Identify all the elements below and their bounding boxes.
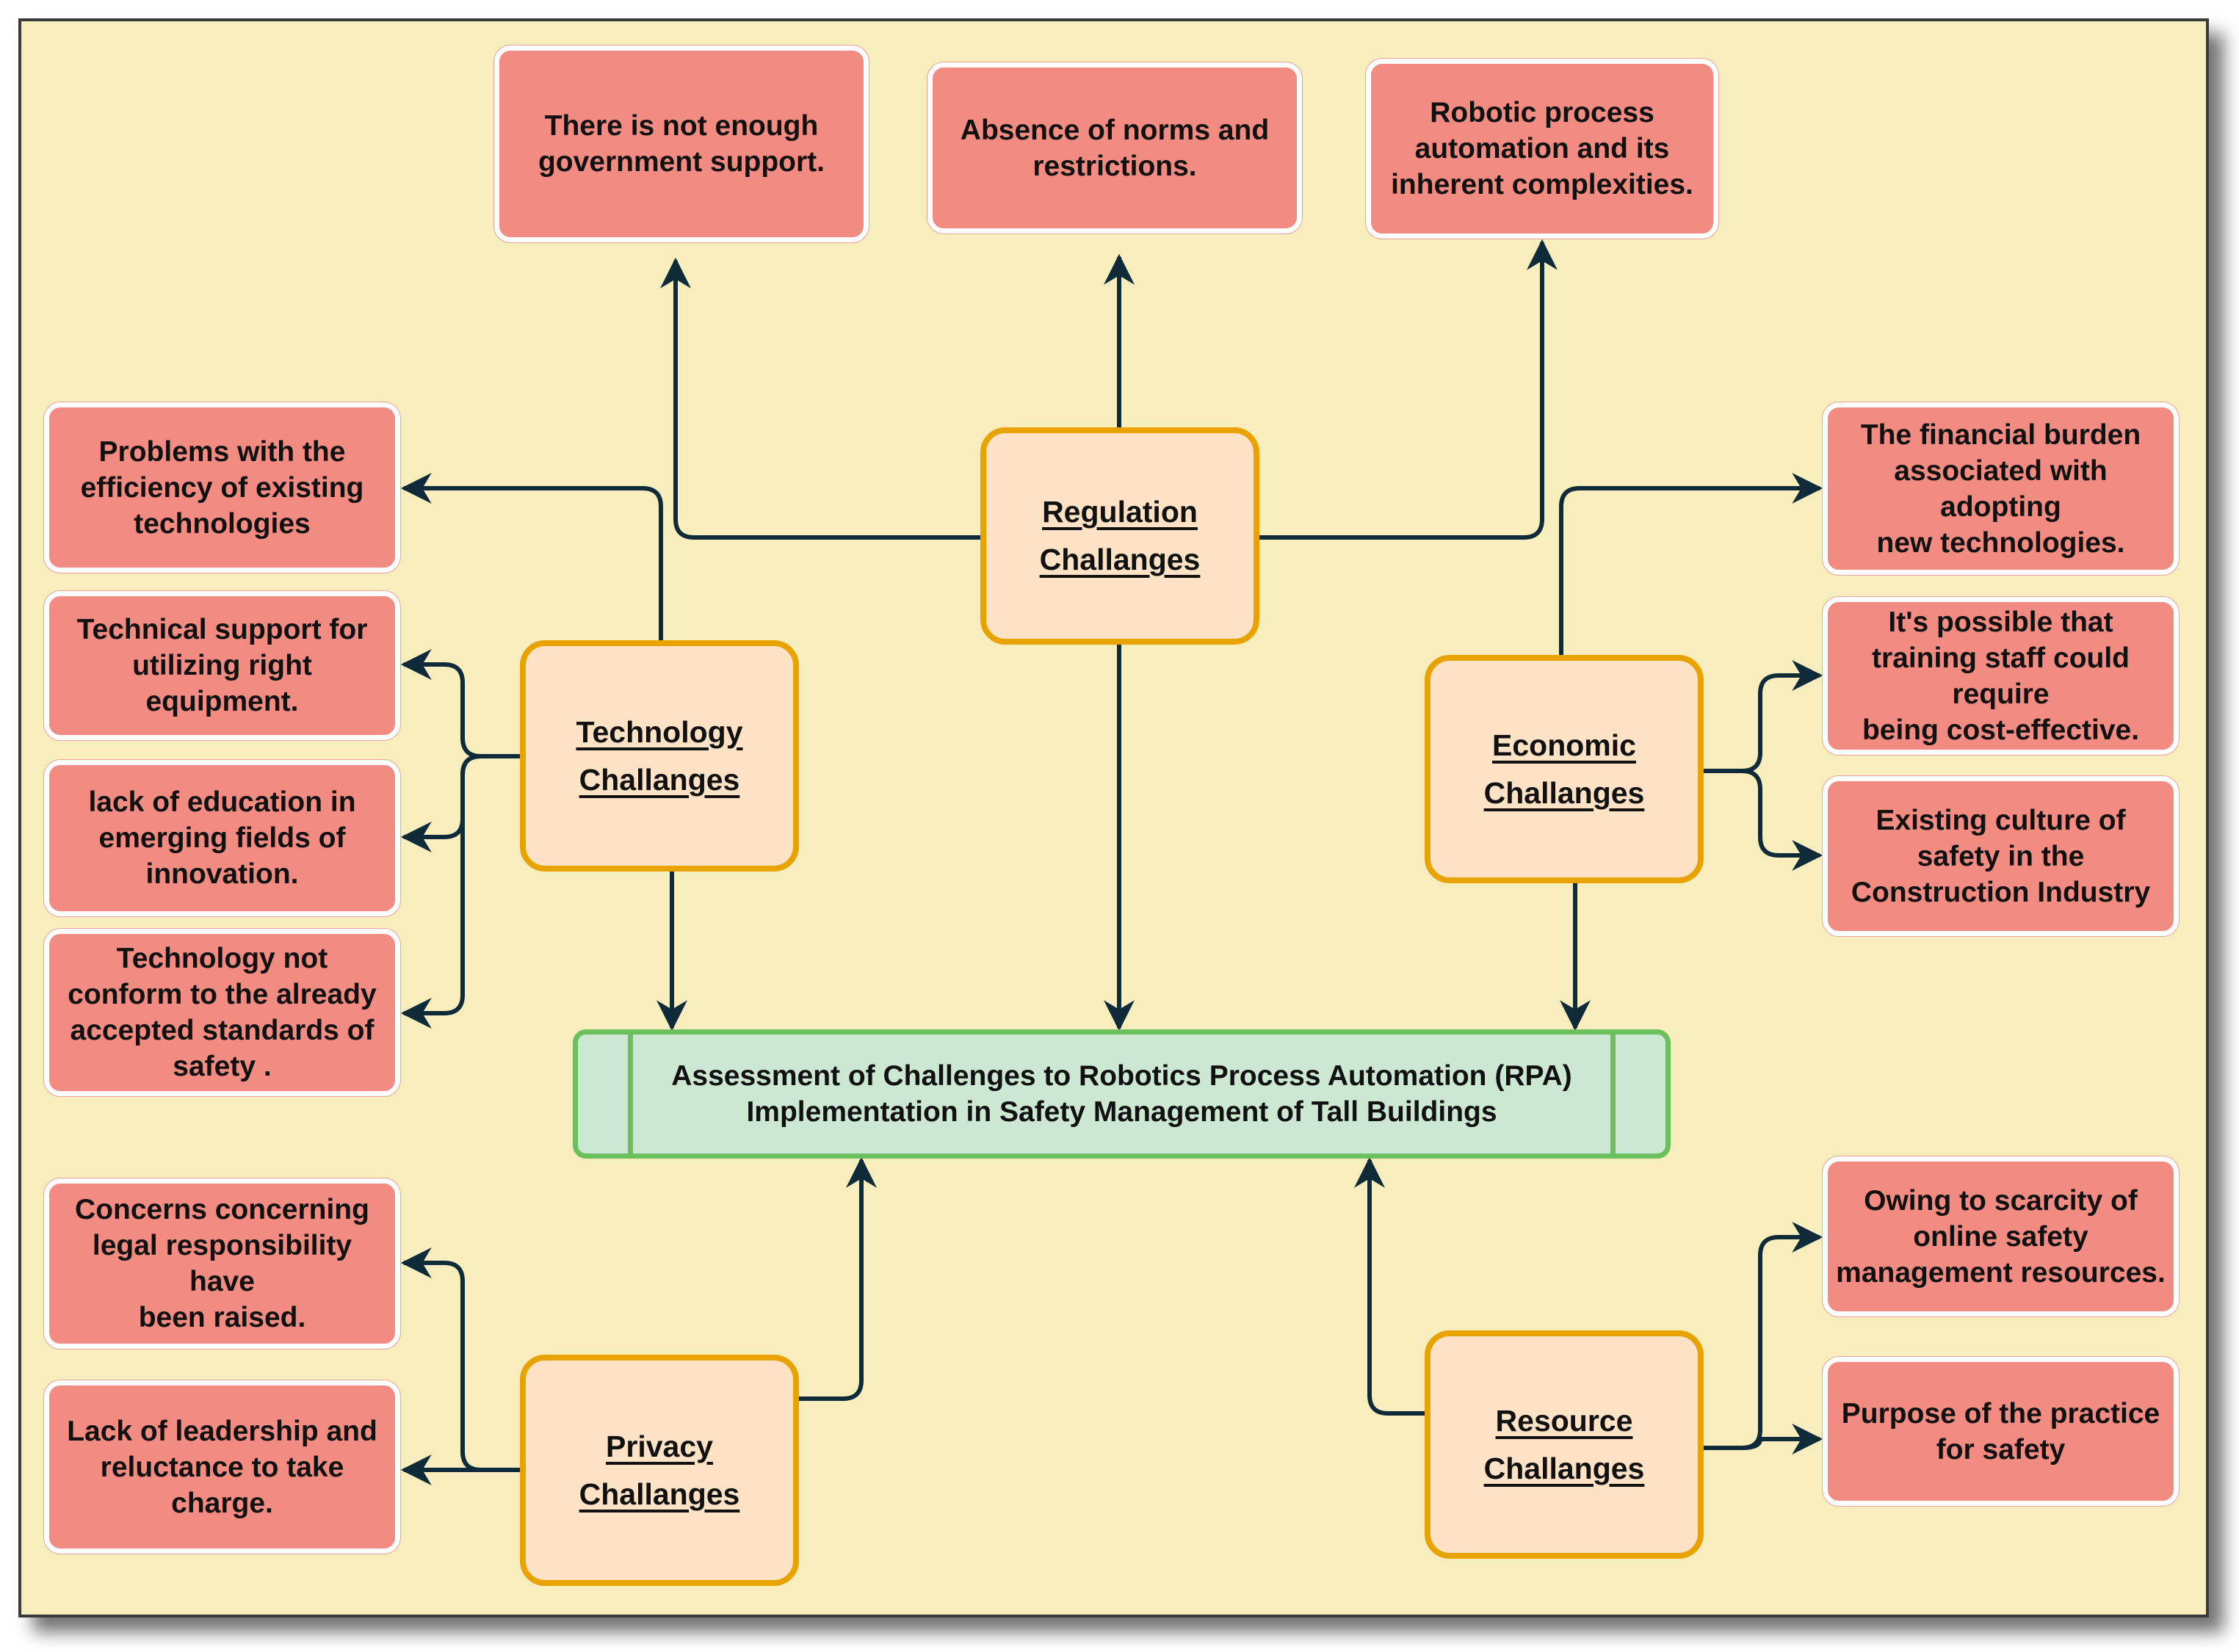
leaf-existing-tech-efficiency: Problems with the efficiency of existing… xyxy=(44,402,400,573)
leaf-resource-scarcity: Owing to scarcity of online safety manag… xyxy=(1823,1156,2179,1316)
center-node: Assessment of Challenges to Robotics Pro… xyxy=(573,1029,1671,1159)
leaf-technical-support: Technical support for utilizing right eq… xyxy=(44,591,400,740)
leaf-government-support: There is not enough government support. xyxy=(494,46,869,242)
arrow-technology-to-standards xyxy=(400,754,520,1029)
leaf-rpa-complexities: Robotic process automation and its inher… xyxy=(1366,59,1718,239)
category-privacy: Privacy Challanges xyxy=(520,1355,799,1586)
leaf-safety-standards: Technology not conform to the already ac… xyxy=(44,929,400,1096)
arrow-resource-to-scarcity xyxy=(1704,1222,1823,1450)
leaf-financial-burden: The financial burden associated with ado… xyxy=(1823,402,2179,575)
arrow-regulation-to-gov-support xyxy=(660,257,980,540)
arrow-technology-to-efficiency xyxy=(400,473,663,640)
arrow-economic-to-training xyxy=(1704,660,1823,773)
arrow-resource-to-center xyxy=(1354,1156,1425,1416)
center-right-bar xyxy=(1610,1029,1616,1159)
leaf-legal-responsibility: Concerns concerning legal responsibility… xyxy=(44,1178,400,1349)
leaf-lack-of-leadership: Lack of leadership and reluctance to tak… xyxy=(44,1380,400,1554)
category-technology: Technology Challanges xyxy=(520,640,799,872)
arrow-regulation-to-complexities xyxy=(1259,239,1558,540)
category-regulation: Regulation Challanges xyxy=(980,427,1259,645)
leaf-norms-restrictions: Absence of norms and restrictions. xyxy=(927,62,1302,233)
arrow-technology-to-support xyxy=(400,649,520,758)
leaf-practice-purpose: Purpose of the practice for safety xyxy=(1823,1357,2179,1506)
category-economic: Economic Challanges xyxy=(1425,655,1704,883)
arrow-economic-to-culture xyxy=(1704,769,1823,871)
category-resource: Resource Challanges xyxy=(1425,1330,1704,1559)
arrow-economic-to-financial xyxy=(1559,473,1823,655)
arrow-privacy-to-center xyxy=(799,1156,877,1401)
leaf-training-staff: It's possible that training staff could … xyxy=(1823,597,2179,755)
center-node-text: Assessment of Challenges to Robotics Pro… xyxy=(671,1060,1572,1128)
leaf-safety-culture: Existing culture of safety in the Constr… xyxy=(1823,776,2179,936)
center-left-bar xyxy=(628,1029,633,1159)
leaf-lack-of-education: lack of education in emerging fields of … xyxy=(44,760,400,916)
arrow-resource-to-purpose xyxy=(1704,1424,1823,1454)
arrow-privacy-to-legal xyxy=(400,1247,520,1472)
